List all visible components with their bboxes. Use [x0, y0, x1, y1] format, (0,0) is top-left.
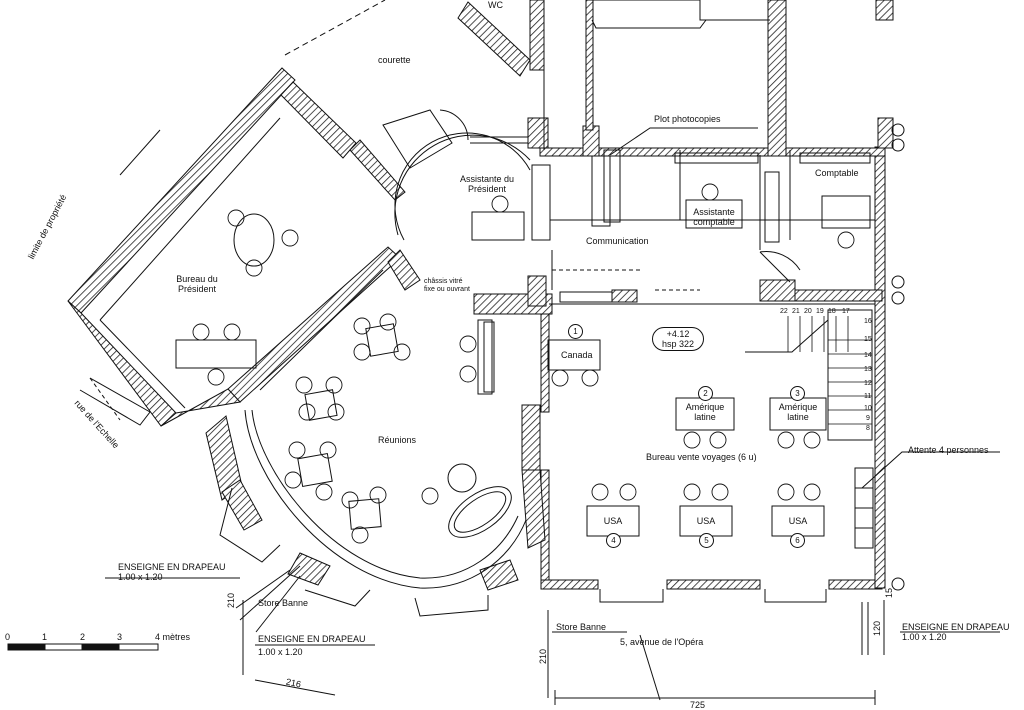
- assistante-comptable-line-1: Assistante: [693, 207, 735, 217]
- assistante-line-2: Président: [467, 184, 507, 194]
- desk-number: 3: [790, 386, 805, 401]
- amerique2-line-1: Amérique: [778, 402, 818, 412]
- desk-label-amerique-1: Amérique latine: [677, 402, 733, 422]
- desk-label-usa-1: USA: [603, 516, 623, 526]
- stair-step: 22: [780, 308, 788, 315]
- desk-label-amerique-2: Amérique latine: [770, 402, 826, 422]
- height-line-1: +4.12: [666, 329, 690, 339]
- desk-label-usa-3: USA: [788, 516, 808, 526]
- room-label-courette: courette: [378, 55, 411, 65]
- stair-step: 17: [842, 308, 850, 315]
- dimension-15: 15: [884, 587, 894, 598]
- enseigne-size-2: 1.00 x 1.20: [258, 647, 303, 657]
- scale-bar: [7, 643, 159, 651]
- desk-number: 2: [698, 386, 713, 401]
- height-line-2: hsp 322: [661, 339, 695, 349]
- stair-step: 10: [864, 405, 872, 412]
- assistante-line-1: Assistante du: [459, 174, 515, 184]
- room-label-plot: Plot photocopies: [654, 114, 721, 124]
- stair-step: 21: [792, 308, 800, 315]
- bureau-line-2: Président: [177, 284, 217, 294]
- scale-tick-1: 1: [42, 632, 48, 642]
- room-label-assistante: Assistante du Président: [452, 174, 522, 194]
- enseigne-title-1: ENSEIGNE EN DRAPEAU: [118, 562, 226, 572]
- dimension-120: 120: [872, 620, 882, 636]
- store-banne-2: Store Banne: [556, 622, 607, 632]
- enseigne-size-1: 1.00 x 1.20: [118, 572, 163, 582]
- stair-step: 12: [864, 380, 872, 387]
- desk-label-usa-2: USA: [696, 516, 716, 526]
- room-label-bureau-vente: Bureau vente voyages (6 u): [646, 452, 757, 462]
- room-label-comptable: Comptable: [815, 168, 859, 178]
- stair-step: 15: [864, 336, 872, 343]
- chassis-label: châssis vitré fixe ou ouvrant: [424, 278, 470, 294]
- scale-tick-last: 4 mètres: [155, 632, 191, 642]
- height-annotation: +4.12 hsp 322: [652, 327, 704, 351]
- amerique2-line-2: latine: [787, 412, 809, 422]
- room-label-assistante-comptable: Assistante comptable: [684, 207, 744, 227]
- chassis-line-2: fixe ou ouvrant: [424, 286, 470, 293]
- dimension-210-right: 210: [538, 648, 548, 664]
- store-banne-1: Store Banne: [258, 598, 309, 608]
- stair-step: 18: [828, 308, 836, 315]
- stair-step: 14: [864, 352, 872, 359]
- dimension-725: 725: [690, 700, 706, 710]
- desk-number: 4: [606, 533, 621, 548]
- stair-step: 13: [864, 366, 872, 373]
- bureau-line-1: Bureau du: [176, 274, 218, 284]
- stair-step: 11: [864, 393, 872, 400]
- structural-walls: [67, 0, 894, 591]
- desk-number: 1: [568, 324, 583, 339]
- dimension-210-left: 210: [226, 592, 236, 608]
- enseigne-size-3: 1.00 x 1.20: [902, 632, 947, 642]
- scale-tick-2: 2: [80, 632, 86, 642]
- stair-step: 8: [866, 425, 870, 432]
- desk-label-canada: Canada: [561, 350, 593, 360]
- stair-step: 9: [866, 415, 870, 422]
- assistante-comptable-line-2: comptable: [693, 217, 735, 227]
- room-label-wc: WC: [488, 0, 503, 10]
- address-label: 5, avenue de l'Opéra: [620, 637, 704, 647]
- partitions: [79, 0, 1000, 705]
- scale-tick-0: 0: [5, 632, 11, 642]
- stair-step: 16: [864, 318, 872, 325]
- enseigne-title-3: ENSEIGNE EN DRAPEAU: [902, 622, 1010, 632]
- stair-step: 20: [804, 308, 812, 315]
- room-label-reunions: Réunions: [378, 435, 417, 445]
- room-label-bureau-president: Bureau du Président: [162, 274, 232, 294]
- chassis-line-1: châssis vitré: [424, 278, 463, 285]
- room-label-communication: Communication: [586, 236, 649, 246]
- enseigne-title-2: ENSEIGNE EN DRAPEAU: [258, 634, 366, 644]
- desk-number: 6: [790, 533, 805, 548]
- amerique1-line-1: Amérique: [685, 402, 725, 412]
- scale-tick-3: 3: [117, 632, 123, 642]
- room-label-attente: Attente 4 personnes: [908, 445, 989, 455]
- desk-number: 5: [699, 533, 714, 548]
- amerique1-line-2: latine: [694, 412, 716, 422]
- stair-step: 19: [816, 308, 824, 315]
